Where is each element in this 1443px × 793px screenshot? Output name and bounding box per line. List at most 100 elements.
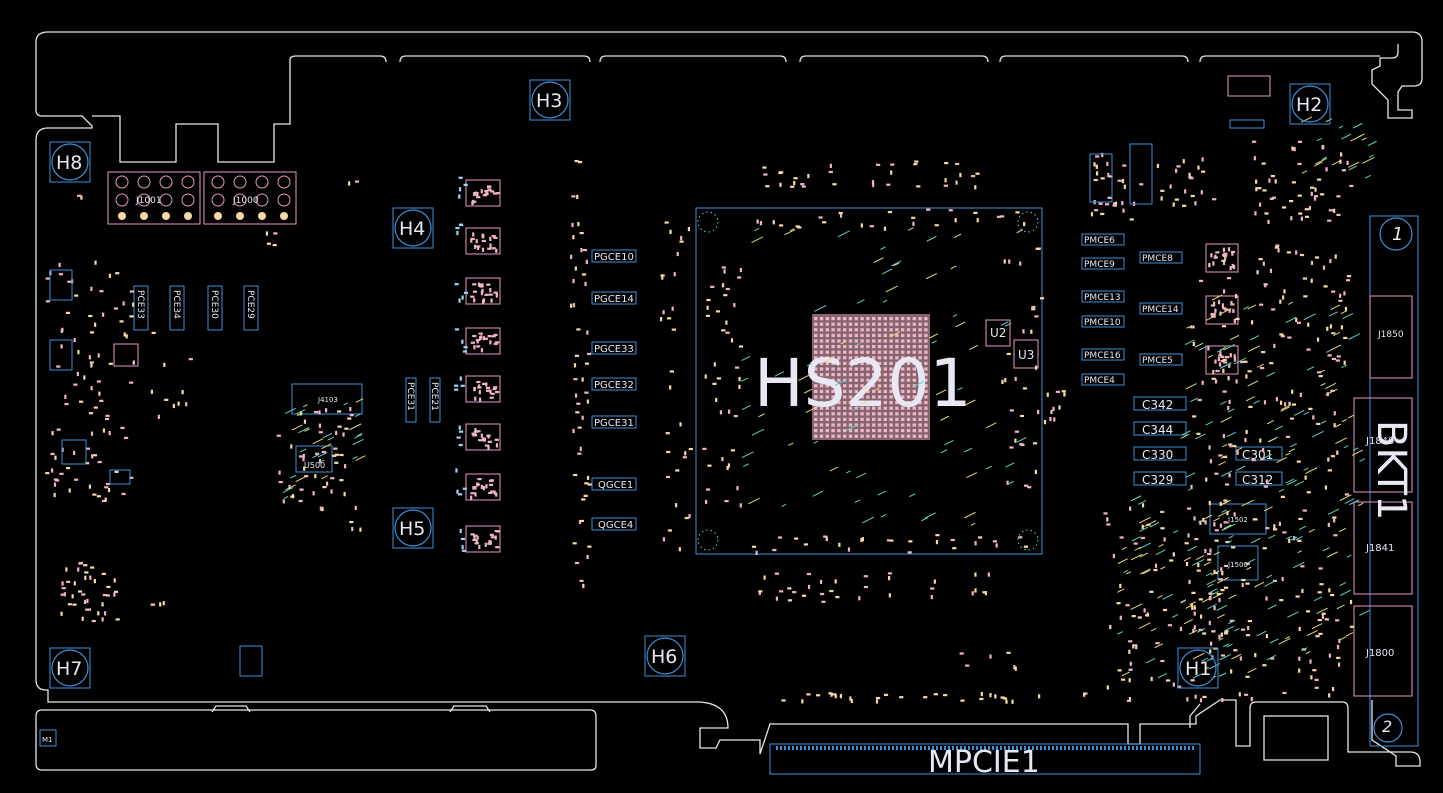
bga-pad xyxy=(901,356,905,360)
smd-pad xyxy=(483,337,488,340)
smd-pad xyxy=(472,283,477,286)
smd-pad xyxy=(821,600,826,603)
smd-pad xyxy=(1217,357,1220,362)
cap-pce33: PCE33 xyxy=(135,290,145,319)
smd-pad xyxy=(318,423,321,428)
smd-pad xyxy=(1250,697,1253,702)
trace-segment xyxy=(748,497,760,505)
smd-pad xyxy=(485,191,488,196)
bga-pad xyxy=(877,417,882,421)
trace-segment xyxy=(1121,546,1127,550)
bga-pad xyxy=(825,378,829,382)
bga-pad xyxy=(901,322,905,326)
trace-segment xyxy=(1186,324,1193,329)
trace-segment xyxy=(1195,433,1206,440)
trace-segment xyxy=(1139,552,1149,558)
trace-segment xyxy=(1313,161,1323,167)
smd-pad xyxy=(1316,422,1321,426)
smd-pad xyxy=(787,599,793,602)
smd-pad xyxy=(1328,653,1331,658)
smd-pad xyxy=(684,451,687,456)
smd-pad xyxy=(1146,612,1149,617)
smd-pad xyxy=(1225,540,1230,544)
smd-pad xyxy=(577,161,583,164)
smd-pad xyxy=(1052,406,1055,411)
trace-segment xyxy=(1016,437,1027,443)
smd-pad xyxy=(1037,409,1040,415)
mounting-hole-h6: H6 xyxy=(644,635,686,677)
smd-pad xyxy=(1169,184,1172,189)
smd-pad xyxy=(1343,336,1348,340)
mpcie1-label: MPCIE1 xyxy=(928,745,1040,780)
smd-pad xyxy=(899,696,904,699)
bga-pad xyxy=(901,389,905,393)
smd-pad xyxy=(1095,155,1100,158)
smd-pad xyxy=(978,536,983,539)
bga-pad xyxy=(889,412,893,416)
smd-pad xyxy=(1222,307,1227,310)
bga-pad xyxy=(924,378,928,382)
bga-pad xyxy=(889,339,893,343)
trace-segment xyxy=(1131,536,1141,542)
smd-pad xyxy=(265,231,269,236)
smd-pad xyxy=(1235,379,1238,384)
smd-pad xyxy=(1202,517,1205,523)
smd-pad xyxy=(679,422,682,427)
smd-pad xyxy=(860,223,863,228)
smd-pad xyxy=(1258,202,1262,207)
smd-pad xyxy=(53,492,56,498)
trace-segment xyxy=(1348,161,1360,168)
smd-pad xyxy=(1228,473,1231,478)
smd-pad xyxy=(1283,402,1287,407)
bga-pad xyxy=(895,429,899,433)
bga-pad xyxy=(843,373,847,377)
traces xyxy=(282,116,1377,680)
smd-pad xyxy=(343,464,347,469)
trace-segment xyxy=(1130,603,1143,610)
bga-pad xyxy=(814,401,818,405)
smd-pad xyxy=(1030,329,1033,334)
vrm-ic-footprint xyxy=(465,423,501,451)
smd-pad xyxy=(1083,692,1086,697)
smd-pad xyxy=(584,281,587,286)
smd-pad xyxy=(1034,365,1038,370)
smd-pad xyxy=(943,184,948,187)
smd-pad xyxy=(1287,336,1292,339)
smd-pad xyxy=(1295,250,1298,255)
bga-pad xyxy=(889,434,893,438)
ic-footprint xyxy=(1129,143,1153,205)
smd-pad xyxy=(85,462,90,465)
smd-pad xyxy=(58,262,61,268)
smd-pad xyxy=(460,384,465,387)
trace-segment xyxy=(1189,325,1195,329)
smd-pad xyxy=(481,239,486,243)
smd-pad xyxy=(99,399,104,402)
smd-pad xyxy=(820,592,825,596)
smd-pad xyxy=(793,180,796,186)
smd-pad xyxy=(470,495,473,500)
mpcie1-connector: MPCIE1 xyxy=(769,743,1201,780)
smd-pad xyxy=(485,484,488,489)
smd-pad xyxy=(1061,390,1066,393)
smd-pad xyxy=(60,593,65,596)
smd-pad xyxy=(688,514,691,519)
bga-pad xyxy=(866,429,870,433)
cap-pmce4: PMCE4 xyxy=(1084,376,1115,386)
smd-pad xyxy=(288,484,291,489)
smd-pad xyxy=(56,428,61,431)
trace-segment xyxy=(283,496,289,499)
smd-pad xyxy=(572,278,575,284)
bga-pad xyxy=(901,434,905,438)
bga-pad xyxy=(924,401,928,405)
bga-pad xyxy=(860,429,864,433)
smd-pad xyxy=(481,247,485,252)
bga-pad xyxy=(889,350,893,354)
smd-pad xyxy=(319,506,322,511)
trace-segment xyxy=(1188,487,1193,491)
smd-pad xyxy=(273,232,278,235)
smd-pad xyxy=(1213,312,1216,317)
smd-pad xyxy=(954,218,957,223)
smd-pad xyxy=(1031,308,1036,311)
trace-segment xyxy=(1223,524,1232,530)
smd-pad xyxy=(492,192,498,195)
